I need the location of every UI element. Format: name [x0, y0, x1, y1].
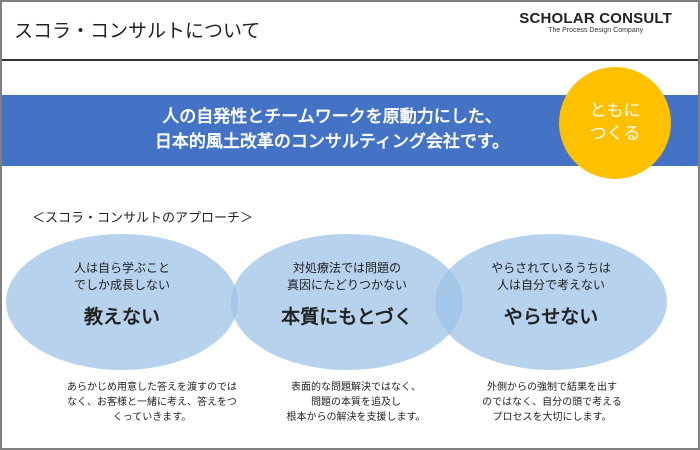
desc-line: あらかじめ用意した答えを渡すのでは: [67, 382, 237, 393]
approach-ellipse-3: [435, 234, 667, 370]
approach-desc-3: 外側からの強制で結果を出す のではなく、自分の頭で考える プロセスを大切にします…: [452, 380, 652, 425]
approach-1: 人は自ら学ぶこと でしか成長しない 教えない: [22, 260, 222, 329]
approach-main: 教えない: [83, 306, 160, 328]
approach-heading: ＜スコラ・コンサルトのアプローチ＞: [32, 211, 254, 226]
desc-line: 表面的な問題解決ではなく、: [291, 382, 421, 393]
desc-line: なく、お客様と一緒に考え、答えをつ: [67, 397, 237, 408]
approach-sub: 人は自分で考えない: [496, 278, 605, 292]
approach-sub: 真因にたどりつかない: [286, 278, 408, 292]
desc-line: のではなく、自分の頭で考える: [482, 397, 622, 408]
desc-line: 外側からの強制で結果を出す: [487, 382, 617, 393]
desc-line: 根本からの解決を支援します。: [286, 412, 426, 423]
approach-sub: 対処療法では問題の: [292, 261, 401, 275]
logo: SCHOLAR CONSULT The Process Design Compa…: [519, 10, 672, 34]
page-title: スコラ・コンサルトについて: [14, 20, 261, 42]
together-badge: ともに つくる: [559, 67, 671, 179]
logo-tagline: The Process Design Company: [548, 27, 644, 34]
approach-main: やらせない: [503, 306, 599, 328]
approach-main: 本質にもとづく: [281, 306, 413, 328]
desc-line: 問題の本質を追及し: [311, 397, 401, 408]
badge-line-1: ともに: [589, 101, 641, 121]
badge-line-2: つくる: [589, 124, 641, 144]
banner-line-2: 日本的風土改革のコンサルティング会社です。: [154, 132, 510, 152]
approach-sub: でしか成長しない: [73, 278, 170, 292]
logo-name: SCHOLAR CONSULT: [519, 10, 672, 27]
approach-2: 対処療法では問題の 真因にたどりつかない 本質にもとづく: [247, 260, 447, 329]
approach-desc-2: 表面的な問題解決ではなく、 問題の本質を追及し 根本からの解決を支援します。: [256, 380, 456, 425]
header-divider: [2, 59, 698, 61]
desc-line: くっていきます。: [112, 412, 192, 423]
banner-line-1: 人の自発性とチームワークを原動力にした、: [162, 107, 502, 127]
desc-line: プロセスを大切にします。: [492, 412, 612, 423]
approach-sub: やらされているうちは: [491, 261, 611, 275]
approach-desc-1: あらかじめ用意した答えを渡すのでは なく、お客様と一緒に考え、答えをつ くってい…: [52, 380, 252, 425]
approach-ellipse-2: [231, 234, 463, 370]
approach-sub: 人は自ら学ぶこと: [73, 261, 170, 275]
approach-ellipse-1: [6, 234, 238, 370]
approach-3: やらされているうちは 人は自分で考えない やらせない: [451, 260, 651, 329]
